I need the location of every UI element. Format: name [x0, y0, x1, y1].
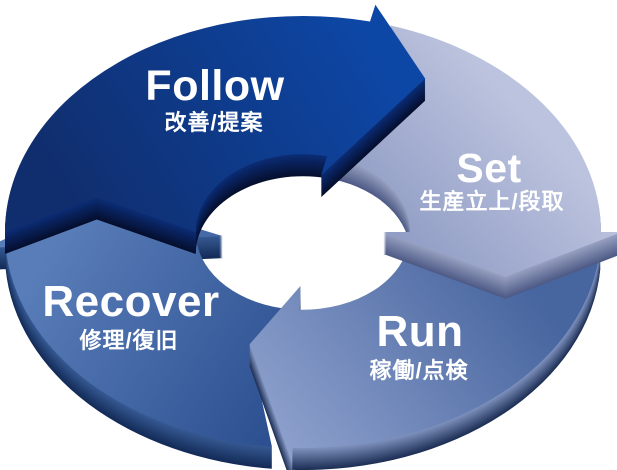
follow-segment-top: [4, 4, 426, 233]
run-label: Run: [376, 307, 463, 356]
set-sublabel: 生産立上/段取: [419, 189, 564, 214]
set-label: Set: [456, 145, 521, 191]
segment-follow-labels: Follow 改善/提案: [145, 62, 284, 135]
follow-sublabel: 改善/提案: [164, 110, 263, 135]
recover-segment-top: [0, 197, 292, 447]
segment-recover-labels: Recover 修理/復旧: [42, 277, 219, 353]
follow-segment-arrow: [4, 4, 426, 255]
set-segment-arrow: [334, 25, 617, 299]
recover-label: Recover: [42, 277, 219, 326]
segment-run-labels: Run 稼働/点検: [369, 307, 468, 383]
recover-segment-arrow: [0, 197, 292, 469]
set-segment-top: [334, 25, 617, 277]
recover-sublabel: 修理/復旧: [78, 328, 178, 353]
follow-label: Follow: [145, 62, 284, 110]
segment-set-labels: Set 生産立上/段取: [419, 145, 564, 214]
cycle-labels: Follow 改善/提案 Set 生産立上/段取 Run 稼働/点検 Recov…: [42, 62, 564, 383]
cycle-segments: [0, 4, 617, 470]
run-segment-arrow: [249, 237, 601, 470]
run-sublabel: 稼働/点検: [369, 358, 468, 383]
